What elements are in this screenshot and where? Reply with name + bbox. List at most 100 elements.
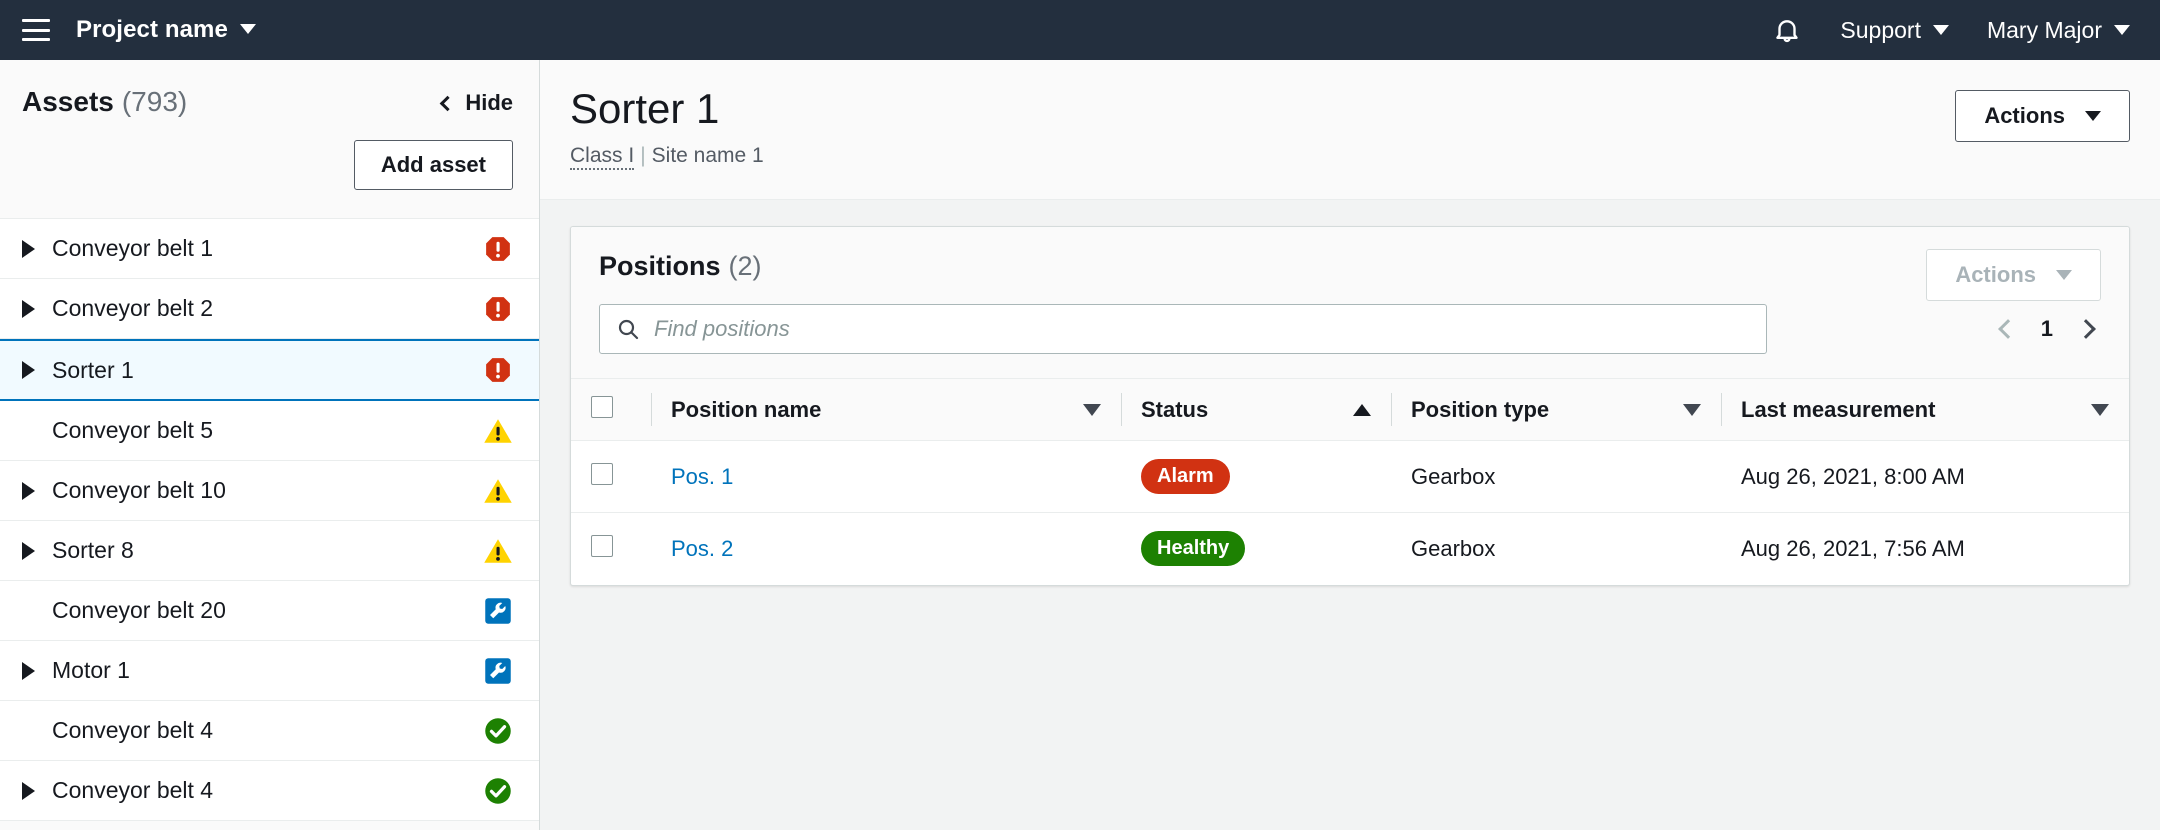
asset-tree-item-label: Sorter 8 [52, 537, 134, 563]
asset-tree-item-label: Conveyor belt 20 [52, 597, 226, 623]
asset-tree-item-label: Conveyor belt 4 [52, 717, 214, 743]
sort-descending-icon [2091, 403, 2109, 416]
project-name-menu[interactable]: Project name [76, 16, 256, 44]
healthy-status-icon [485, 717, 511, 744]
pagination-prev-icon[interactable] [1997, 319, 2018, 339]
column-header-last-measurement[interactable]: Last measurement [1721, 378, 2129, 441]
cell-last-measurement: Aug 26, 2021, 7:56 AM [1741, 535, 1965, 561]
alarm-status-icon [486, 358, 510, 382]
asset-tree-item[interactable]: Sorter 8 [0, 521, 539, 581]
positions-count: (2) [728, 251, 762, 281]
main-content: Sorter 1 Class I|Site name 1 Actions Pos… [540, 60, 2160, 830]
expand-toggle-icon[interactable] [22, 481, 48, 500]
select-all-cell [571, 378, 651, 441]
healthy-status-icon [485, 777, 511, 804]
warning-status-icon [484, 478, 512, 503]
hamburger-icon[interactable] [22, 19, 50, 41]
cell-position-type: Gearbox [1411, 535, 1496, 561]
select-all-checkbox[interactable] [591, 395, 613, 418]
positions-actions-button[interactable]: Actions [1926, 249, 2101, 301]
asset-actions-button[interactable]: Actions [1955, 90, 2130, 142]
position-name-link[interactable]: Pos. 2 [671, 535, 734, 561]
find-positions-search[interactable] [599, 304, 1767, 354]
user-menu[interactable]: Mary Major [1987, 17, 2130, 44]
caret-right-icon [22, 299, 35, 318]
alarm-status-icon [486, 296, 510, 321]
caret-right-icon [22, 541, 35, 560]
asset-tree-item-label: Motor 1 [52, 657, 130, 683]
asset-tree-item[interactable]: Sorter 1 [0, 339, 539, 401]
notifications-bell-icon[interactable] [1772, 15, 1802, 45]
row-checkbox[interactable] [591, 534, 613, 557]
asset-site-label: Site name 1 [651, 144, 764, 168]
pagination-next-icon[interactable] [2076, 319, 2096, 339]
asset-tree-item[interactable]: Conveyor belt 1 [0, 219, 539, 279]
cell-status: Healthy [1121, 513, 1391, 585]
breadcrumb-separator: | [640, 144, 646, 168]
sort-ascending-icon [1353, 403, 1371, 416]
asset-header-text: Sorter 1 Class I|Site name 1 [570, 85, 1955, 171]
asset-tree-item[interactable]: Conveyor belt 10 [0, 461, 539, 521]
asset-actions-label: Actions [1984, 103, 2065, 128]
caret-right-icon [22, 781, 35, 800]
cell-position-type: Gearbox [1391, 440, 1721, 513]
chevron-down-icon [2114, 25, 2130, 35]
expand-toggle-icon[interactable] [22, 661, 48, 680]
top-navigation-bar: Project name Support Mary Major [0, 0, 2160, 60]
row-checkbox[interactable] [591, 462, 613, 485]
status-badge: Healthy [1141, 531, 1246, 567]
sort-descending-icon [1683, 403, 1701, 416]
user-label: Mary Major [1986, 16, 2102, 43]
alarm-status-icon [486, 236, 510, 261]
assets-count: (793) [121, 86, 188, 117]
caret-right-icon [22, 361, 35, 379]
chevron-down-icon [239, 24, 256, 34]
table-row[interactable]: Pos. 2 Healthy Gearbox Aug 26, 2021, 7:56 A… [571, 513, 2129, 585]
asset-tree-item[interactable]: Conveyor belt 20 [0, 581, 539, 641]
assets-sidebar-header: Assets(793) Hide Add asset [0, 60, 539, 218]
hide-sidebar-button[interactable]: Hide [440, 90, 513, 116]
expand-toggle-icon[interactable] [22, 361, 48, 379]
positions-title-row: Positions(2) [599, 251, 2101, 282]
column-label: Last measurement [1741, 396, 1936, 422]
position-name-link[interactable]: Pos. 1 [671, 463, 734, 489]
expand-toggle-icon[interactable] [22, 781, 48, 800]
column-header-position-name[interactable]: Position name [651, 378, 1121, 441]
column-header-status[interactable]: Status [1121, 378, 1391, 441]
positions-actions-label: Actions [1955, 262, 2036, 287]
cell-last-measurement: Aug 26, 2021, 8:00 AM [1721, 440, 2129, 513]
add-asset-button[interactable]: Add asset [353, 140, 513, 190]
caret-right-icon [22, 481, 35, 500]
assets-title: Assets [22, 86, 114, 117]
asset-tree-item[interactable]: Conveyor belt 5 [0, 401, 539, 461]
asset-tree-item[interactable]: Conveyor belt 4 [0, 761, 539, 821]
positions-filter-row: 1 [599, 282, 2101, 378]
asset-tree-item-label: Conveyor belt 5 [52, 417, 214, 443]
caret-right-icon [22, 239, 35, 258]
assets-sidebar: Assets(793) Hide Add asset Conveyor belt… [0, 60, 540, 830]
asset-tree-item[interactable]: Conveyor belt 2 [0, 279, 539, 339]
chevron-down-icon [2056, 270, 2072, 280]
search-input[interactable] [654, 305, 1750, 353]
asset-tree-item[interactable]: Motor 1 [0, 641, 539, 701]
sort-descending-icon [1083, 403, 1101, 416]
asset-class-label[interactable]: Class I [570, 144, 635, 171]
maintenance-status-icon [485, 597, 511, 624]
asset-tree-item[interactable]: Conveyor belt 4 [0, 701, 539, 761]
column-label: Position type [1411, 396, 1550, 422]
page-title: Sorter 1 [570, 85, 720, 132]
column-header-position-type[interactable]: Position type [1391, 378, 1721, 441]
support-menu[interactable]: Support [1840, 17, 1949, 44]
status-badge: Alarm [1141, 459, 1230, 494]
expand-toggle-icon[interactable] [22, 541, 48, 560]
expand-toggle-icon[interactable] [22, 239, 48, 258]
caret-right-icon [22, 661, 35, 680]
pagination-current-page[interactable]: 1 [2040, 316, 2053, 341]
table-header-row: Position name Status [571, 378, 2129, 441]
column-label: Position name [671, 396, 822, 422]
hide-label: Hide [465, 90, 513, 115]
pagination: 1 [1997, 316, 2101, 342]
expand-toggle-icon[interactable] [22, 299, 48, 318]
positions-table-head: Position name Status [571, 378, 2129, 441]
